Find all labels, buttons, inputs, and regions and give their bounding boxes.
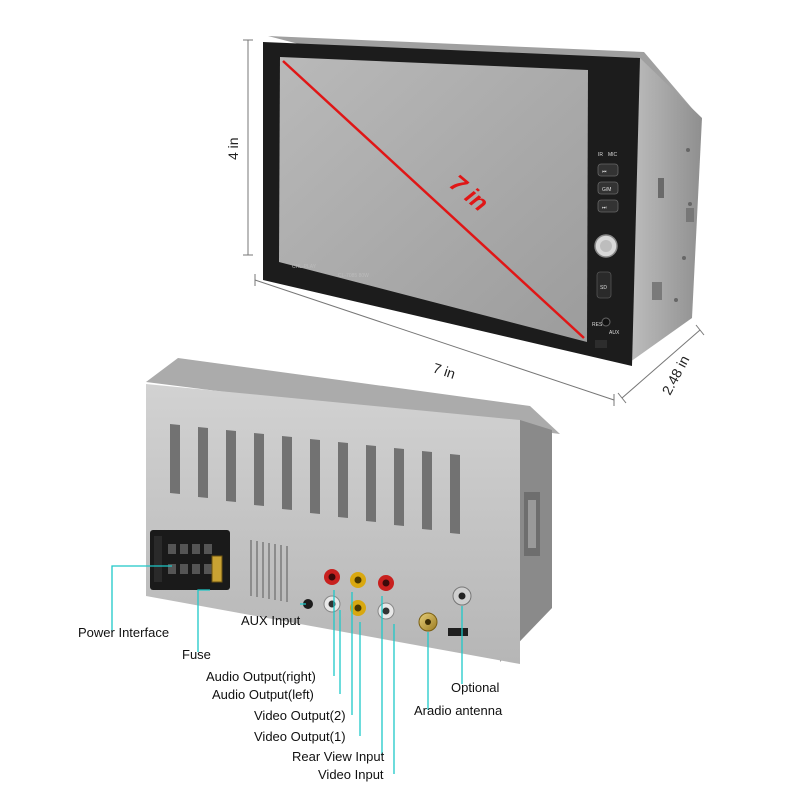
gm-button[interactable]	[597, 181, 619, 195]
fuse[interactable]	[211, 555, 223, 583]
label-video-output-1: Video Output(1)	[254, 729, 346, 744]
label-optional: Optional	[451, 680, 500, 695]
diagonal-line	[282, 60, 585, 339]
aux-jack-front[interactable]	[601, 317, 611, 327]
brand-text: CHL-PLAY	[292, 264, 317, 270]
label-radio-antenna: Aradio antenna	[414, 703, 503, 718]
height-dimension: 4 in	[225, 39, 253, 256]
label-power-interface: Power Interface	[78, 625, 169, 640]
label-fuse: Fuse	[182, 647, 211, 662]
label-video-input: Video Input	[318, 767, 384, 782]
rear-grill	[250, 540, 288, 602]
label-audio-output-right: Audio Output(right)	[206, 669, 316, 684]
front-unit: 7 in CHL-PLAY CL-7085 80W IR MIC ⏮ G/M ⏭…	[263, 36, 702, 366]
rear-unit	[146, 358, 560, 664]
label-audio-output-left: Audio Output(left)	[212, 687, 314, 702]
mic-label: MIC	[608, 152, 618, 158]
aux-label: AUX	[609, 330, 620, 336]
model-text: CL-7085 80W	[338, 273, 369, 279]
prev-button[interactable]	[597, 163, 619, 177]
next-button[interactable]	[597, 199, 619, 213]
width-label: 7 in	[431, 360, 457, 382]
res-label: RES	[592, 322, 603, 328]
connector-labels: Power Interface Fuse AUX Input Audio Out…	[78, 613, 503, 782]
sd-label: SD	[600, 285, 607, 291]
label-video-output-2: Video Output(2)	[254, 708, 346, 723]
leader-lines	[111, 565, 463, 774]
height-label: 4 in	[225, 137, 241, 160]
gm-label: G/M	[602, 187, 611, 193]
next-icon: ⏭	[602, 205, 607, 211]
rear-panel	[146, 384, 520, 664]
front-controls: IR MIC ⏮ G/M ⏭ SD RES AUX	[592, 152, 620, 348]
usb-port[interactable]	[595, 340, 607, 348]
label-rear-view-input: Rear View Input	[292, 749, 385, 764]
depth-label: 2.48 in	[659, 353, 693, 398]
aux-input-jack[interactable]	[303, 599, 313, 609]
front-unit-side	[630, 58, 702, 362]
ir-label: IR	[598, 152, 603, 158]
prev-icon: ⏮	[602, 169, 607, 175]
label-aux-input: AUX Input	[241, 613, 301, 628]
sd-slot[interactable]	[596, 271, 612, 299]
power-connector[interactable]	[150, 530, 230, 590]
width-dimension: 7 in	[254, 274, 615, 406]
heat-sink-fins	[170, 424, 460, 534]
